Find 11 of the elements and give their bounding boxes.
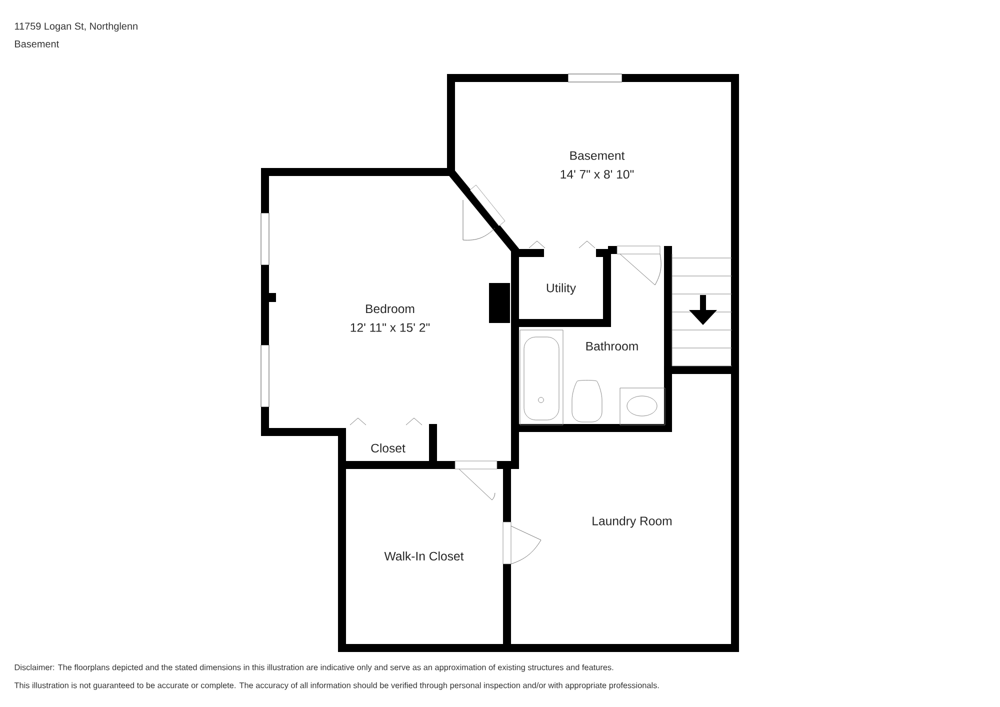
room-label: Basement 14' 7" x 8' 10" (560, 151, 634, 179)
room-label: Walk-In Closet (384, 552, 464, 561)
room-label: Bathroom (586, 342, 638, 351)
floor-name: Basement (15, 40, 59, 48)
disclaimer-text: This illustration is not guaranteed to be accurate or complete. The accuracy of all information should be verified through personal inspection and/or with appropriate professionals. (14, 682, 659, 690)
room-label: Bedroom 12' 11" x 15' 2" (350, 304, 430, 332)
room-label: Laundry Room (592, 516, 672, 528)
room-label: Utility (546, 283, 576, 295)
disclaimer-text: Disclaimer: The floorplans depicted and the stated dimensions in this illustration are indicative only and serve as an approximation of existing structures and features. (14, 664, 614, 672)
room-label: Closet (371, 444, 406, 453)
address-text: 11759 Logan St, Northglenn (15, 22, 138, 32)
